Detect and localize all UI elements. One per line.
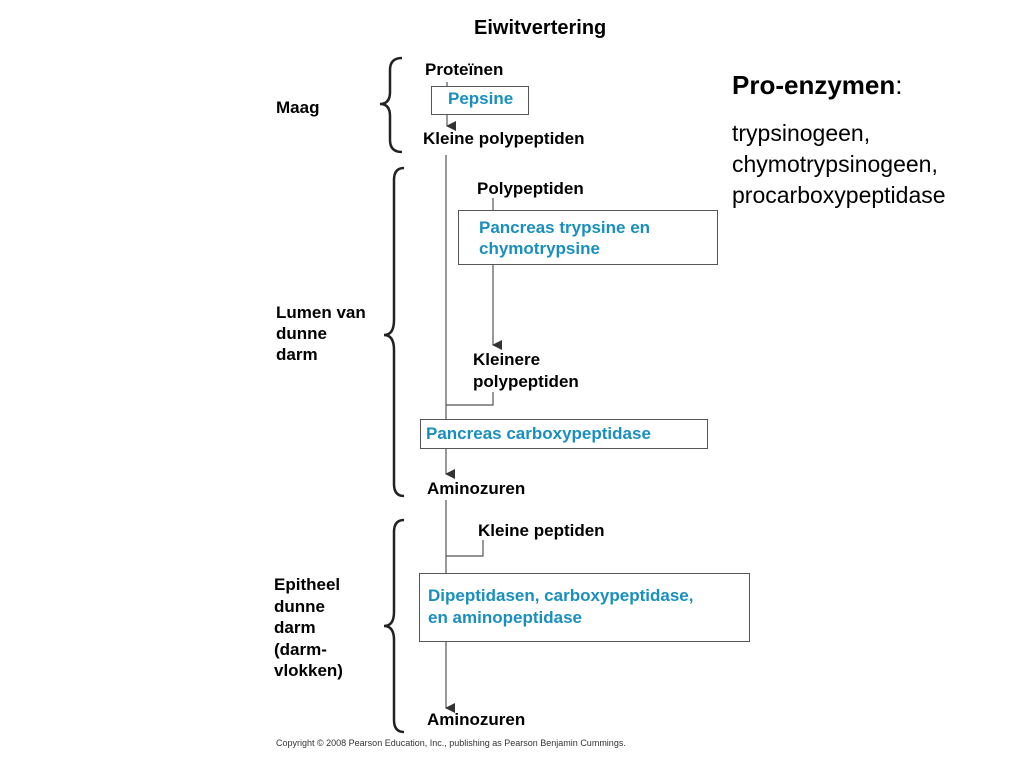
substrate-smaller-polypeptides: Kleinere polypeptiden (473, 349, 579, 393)
enzyme-pepsin: Pepsine (448, 89, 514, 108)
region-lumen-line-1: Lumen van (276, 303, 366, 322)
enzyme-box-carboxypeptidase (420, 419, 708, 449)
substrate-proteins: Proteïnen (425, 60, 504, 79)
substrate-small-polypeptides: Kleine polypeptiden (423, 129, 585, 148)
proenzyme-item: chymotrypsinogeen, (732, 151, 938, 177)
enzyme-epithelial-line-2: en aminopeptidase (428, 608, 582, 627)
enzyme-epithelial-line-1: Dipeptidasen, carboxypeptidase, (428, 586, 694, 605)
connector-small-peptides (446, 540, 484, 557)
enzyme-trypsin-line-2: chymotrypsine (479, 239, 600, 258)
proenzymes-heading-colon: : (895, 70, 903, 100)
region-epithelium-line-4: (darm- (274, 639, 327, 659)
enzyme-trypsin-line-1: Pancreas trypsine en (479, 218, 651, 237)
region-epithelium-line-5: vlokken) (274, 661, 343, 680)
copyright-notice: Copyright © 2008 Pearson Education, Inc.… (276, 738, 626, 748)
substrate-amino-acids-1: Aminozuren (427, 479, 526, 498)
enzyme-carboxypeptidase: Pancreas carboxypeptidase (426, 424, 651, 443)
region-epithelium-line-2: dunne (274, 596, 325, 616)
enzyme-trypsin: Pancreas trypsine en chymotrypsine (479, 217, 650, 259)
region-lumen: Lumen van dunne darm (276, 302, 366, 365)
brace-stomach (379, 56, 403, 154)
brace-lumen (383, 166, 405, 498)
region-lumen-line-2: dunne (276, 324, 327, 343)
diagram-title: Eiwitvertering (474, 17, 607, 39)
substrate-smaller-polypeptides-line-2: polypeptiden (473, 372, 579, 391)
enzyme-box-pepsin (431, 86, 529, 115)
proenzyme-item: trypsinogeen, (732, 120, 871, 146)
substrate-polypeptides: Polypeptiden (477, 179, 584, 198)
region-lumen-line-3: darm (276, 345, 318, 364)
region-epithelium: Epitheel dunne darm (darm- vlokken) (274, 574, 343, 682)
connector-smaller-polypeptides (446, 392, 494, 406)
proenzymes-heading-text: Pro-enzymen (732, 70, 896, 100)
enzyme-epithelial: Dipeptidasen, carboxypeptidase, en amino… (428, 585, 693, 629)
proenzymes-list: trypsinogeen, chymotrypsinogeen, procarb… (732, 118, 946, 211)
substrate-small-peptides: Kleine peptiden (478, 521, 605, 540)
region-epithelium-line-3: darm (274, 618, 316, 637)
proenzyme-item: procarboxypeptidase (732, 182, 946, 208)
substrate-smaller-polypeptides-line-1: Kleinere (473, 350, 541, 369)
proenzymes-heading: Pro-enzymen: (732, 70, 903, 101)
enzyme-box-trypsin (458, 210, 718, 265)
region-stomach: Maag (276, 98, 320, 117)
substrate-amino-acids-2: Aminozuren (427, 710, 526, 729)
enzyme-box-epithelial (419, 573, 750, 642)
region-epithelium-line-1: Epitheel (274, 575, 341, 594)
brace-epithelium (383, 518, 405, 734)
